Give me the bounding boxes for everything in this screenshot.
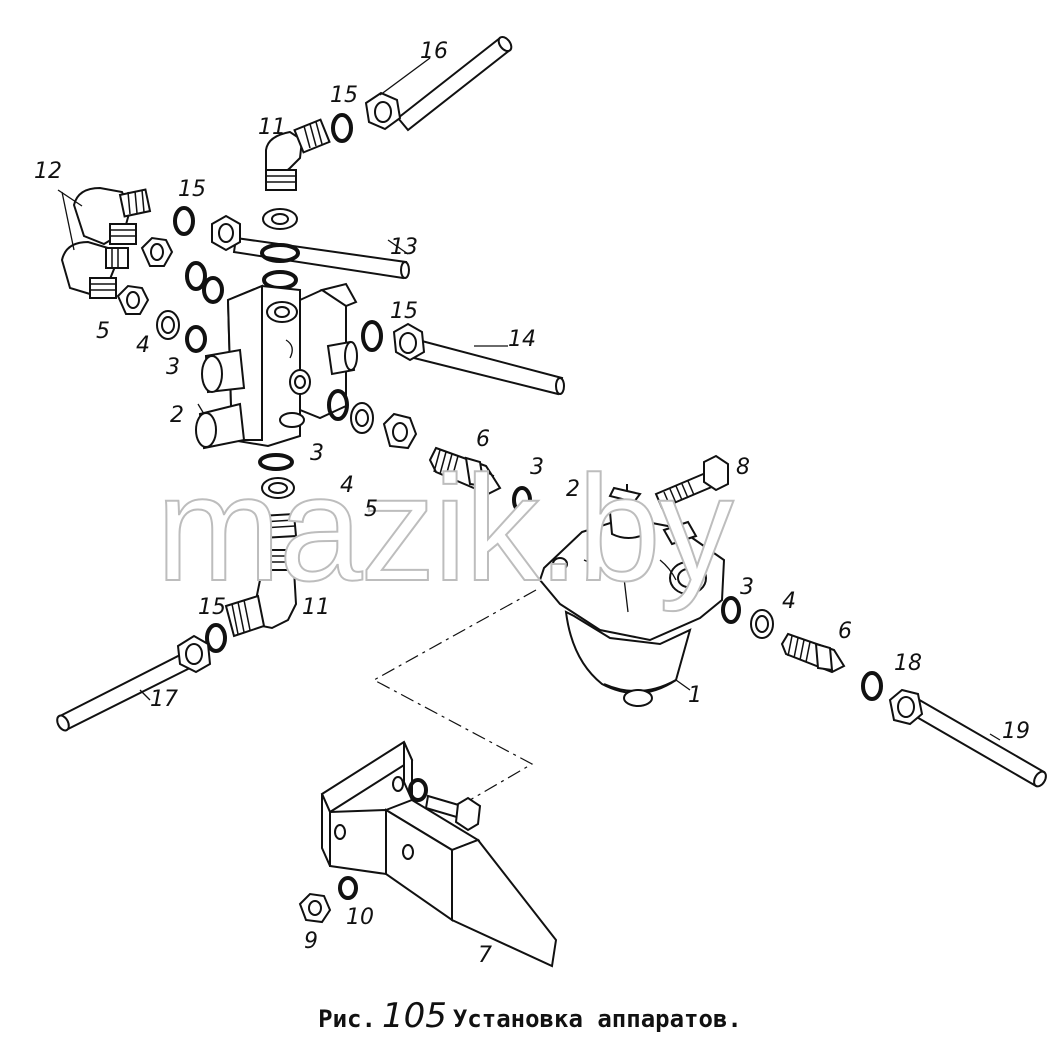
nut-and-washer: [298, 876, 358, 924]
filter-right-fittings: [721, 596, 883, 701]
seal-ring-15-right: [361, 320, 383, 352]
callout-5-below: 5: [364, 497, 378, 522]
callout-5-left: 5: [96, 319, 110, 344]
callout-18: 18: [894, 651, 922, 676]
callout-8: 8: [736, 455, 750, 480]
callout-15-right: 15: [390, 299, 418, 324]
bolt-8: [654, 454, 729, 510]
tube-14: [392, 322, 565, 396]
bracket-bolt: [408, 778, 482, 832]
callout-9: 9: [304, 929, 318, 954]
callout-19: 19: [1002, 719, 1030, 744]
callout-11-bottom: 11: [302, 595, 330, 620]
elbow-fitting-11-top: [265, 118, 331, 191]
tube-13: [211, 214, 410, 280]
callout-2-filter: 2: [566, 477, 580, 502]
exploded-assembly-drawing: mazik.by 1 2 2 3 3 3 3 4 4 4 5 5 6 6 7 8…: [34, 35, 1047, 968]
callout-1: 1: [688, 683, 702, 708]
mounting-bracket: [320, 740, 558, 968]
callout-15-top: 15: [330, 83, 358, 108]
seal-ring-15-top: [331, 113, 353, 143]
callout-12: 12: [34, 159, 62, 184]
callout-3-filter: 3: [740, 575, 754, 600]
callout-10: 10: [346, 905, 374, 930]
callout-6-lower: 6: [838, 619, 852, 644]
caption-text: Установка аппаратов.: [452, 1005, 742, 1033]
tube-17: [56, 634, 212, 732]
callout-15-left: 15: [178, 177, 206, 202]
callout-4-below: 4: [340, 473, 354, 498]
elbow-fitting-11-bottom: [224, 569, 298, 638]
callout-17: 17: [150, 687, 178, 712]
callout-2-block: 2: [170, 403, 184, 428]
callout-3-below: 3: [310, 441, 324, 466]
distribution-block: [195, 282, 358, 450]
leader-lines: [139, 57, 1001, 741]
elbow-fittings-12: [57, 186, 152, 299]
callout-15-lower: 15: [198, 595, 226, 620]
tube-16: [364, 35, 513, 132]
seal-ring-15-lower: [205, 623, 227, 653]
callout-4-left: 4: [136, 333, 150, 358]
callout-3-left: 3: [166, 355, 180, 380]
filter-housing: [538, 484, 726, 707]
figure-number: 105: [381, 996, 447, 1036]
watermark: mazik.by: [156, 444, 734, 612]
assembly-centerline: [372, 589, 537, 801]
callout-11-top: 11: [258, 115, 286, 140]
caption-prefix: Рис.: [318, 1005, 376, 1033]
left-nuts-and-rings: [116, 206, 224, 353]
callout-14: 14: [508, 327, 536, 352]
callout-7: 7: [478, 943, 492, 968]
bottom-fitting-stack: [258, 453, 298, 571]
callout-3-right: 3: [530, 455, 544, 480]
right-fitting-chain: [327, 389, 532, 514]
callout-labels: 1 2 2 3 3 3 3 4 4 4 5 5 6 6 7 8 9 10 11 …: [34, 39, 1030, 968]
callout-16: 16: [420, 39, 448, 64]
callout-6-upper: 6: [476, 427, 490, 452]
callout-13: 13: [390, 235, 418, 260]
tube-19: [888, 688, 1047, 788]
callout-4-filter: 4: [782, 589, 796, 614]
